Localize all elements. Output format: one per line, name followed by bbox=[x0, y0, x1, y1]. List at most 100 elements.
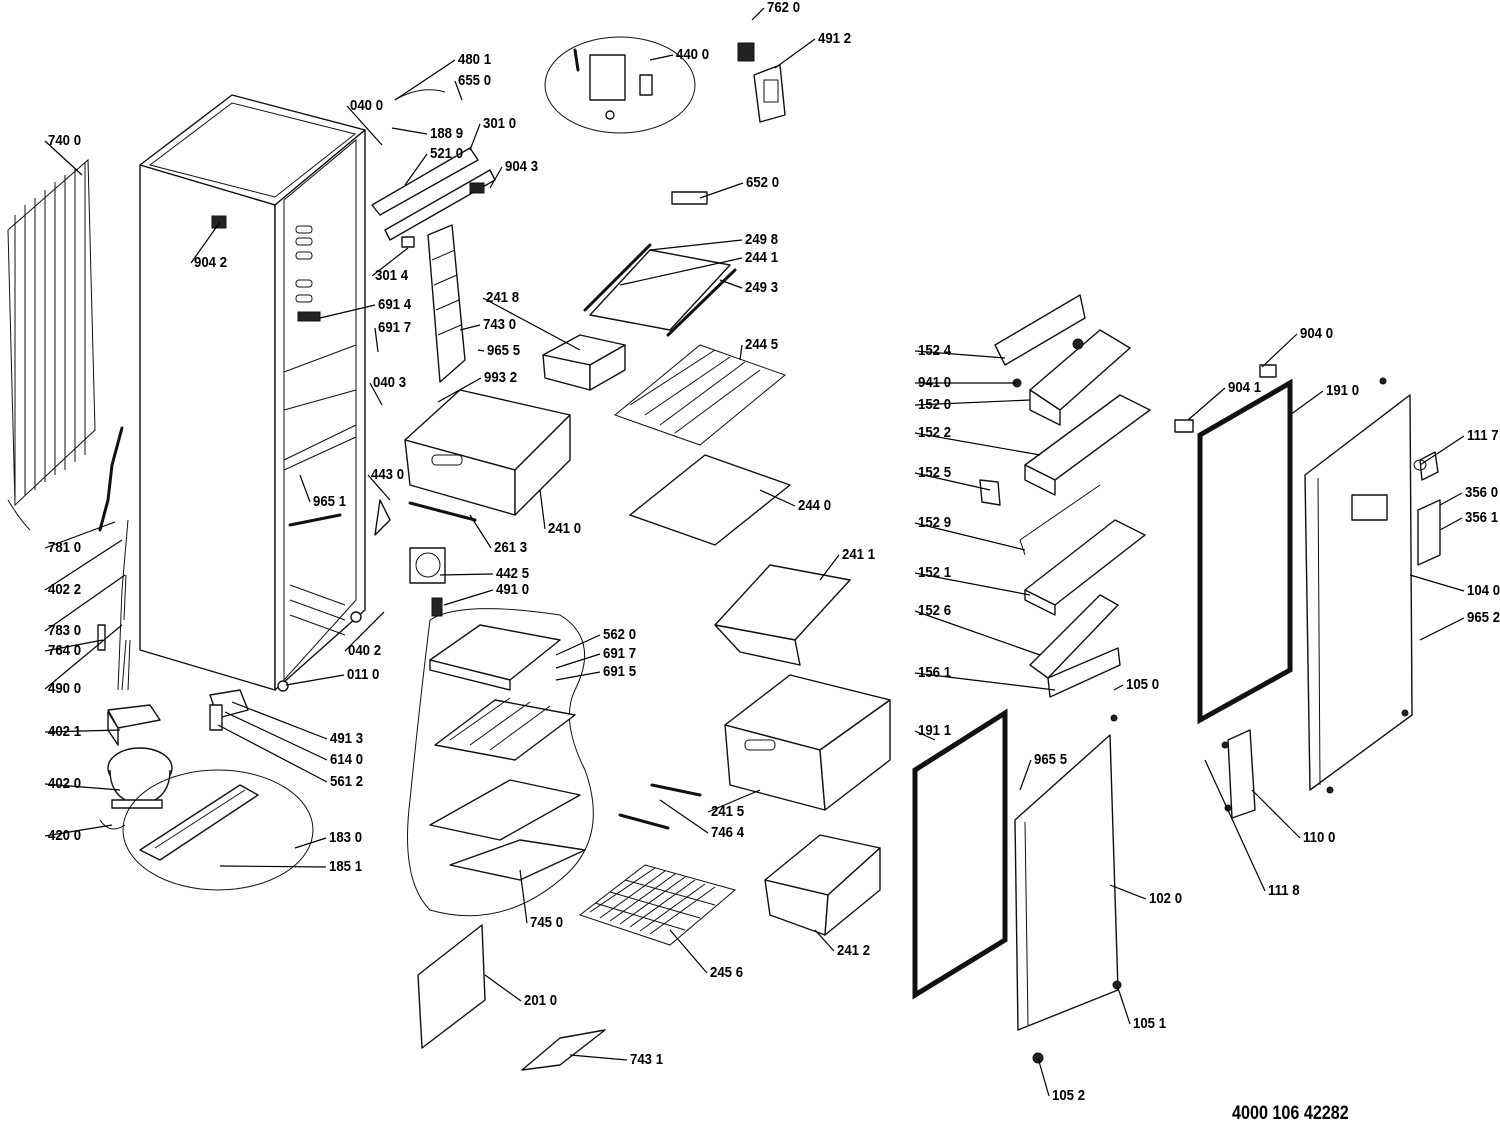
callout-9410: 941 0 bbox=[918, 374, 952, 391]
callout-3014: 301 4 bbox=[375, 267, 409, 284]
compressor-plate bbox=[122, 769, 314, 891]
callout-2415: 241 5 bbox=[711, 803, 745, 820]
leader-line-9042 bbox=[190, 221, 221, 264]
callout-9652: 965 2 bbox=[1467, 609, 1500, 626]
leader-line-7400 bbox=[44, 140, 83, 176]
drain-pipes bbox=[97, 426, 131, 691]
callout-5612: 561 2 bbox=[330, 773, 364, 790]
callout-1910: 191 0 bbox=[1326, 382, 1360, 399]
leader-line-2493 bbox=[719, 279, 743, 289]
door-shelves bbox=[979, 294, 1151, 698]
callout-4200: 420 0 bbox=[48, 827, 82, 844]
fan-assembly bbox=[374, 499, 446, 617]
leader-line-0110 bbox=[285, 674, 345, 686]
leader-line-9651 bbox=[299, 474, 311, 503]
leader-line-7810 bbox=[44, 521, 116, 549]
callout-7640: 764 0 bbox=[48, 642, 82, 659]
callout-3561: 356 1 bbox=[1465, 509, 1499, 526]
evaporator-group bbox=[407, 608, 594, 917]
callout-2410: 241 0 bbox=[548, 520, 582, 537]
leader-line-9043 bbox=[489, 166, 503, 189]
leader-line-3014 bbox=[371, 247, 409, 277]
callout-9655a: 965 5 bbox=[487, 342, 521, 359]
rear-cover bbox=[417, 924, 486, 1049]
leader-line-1911 bbox=[914, 730, 936, 741]
leader-line-5612 bbox=[217, 724, 328, 783]
callout-9041: 904 1 bbox=[1228, 379, 1262, 396]
callout-9651: 965 1 bbox=[313, 493, 347, 510]
leader-line-2415 bbox=[707, 789, 761, 813]
callout-4400: 440 0 bbox=[676, 46, 710, 63]
leader-line-4425 bbox=[439, 573, 494, 576]
leader-line-1526 bbox=[914, 610, 1041, 656]
leader-line-7450 bbox=[519, 869, 528, 924]
callout-4801: 480 1 bbox=[458, 51, 492, 68]
leader-line-1521 bbox=[914, 572, 1031, 596]
callout-1020: 102 0 bbox=[1149, 890, 1183, 907]
callout-4425: 442 5 bbox=[496, 565, 530, 582]
callout-1052: 105 2 bbox=[1052, 1087, 1086, 1104]
callout-4021: 402 1 bbox=[48, 723, 82, 740]
leader-line-6915 bbox=[555, 671, 601, 681]
callout-6914: 691 4 bbox=[378, 296, 412, 313]
leader-line-4020 bbox=[44, 783, 121, 791]
callout-3010: 301 0 bbox=[483, 115, 517, 132]
callout-2493: 249 3 bbox=[745, 279, 779, 296]
callout-7830: 783 0 bbox=[48, 622, 82, 639]
callout-1830: 183 0 bbox=[329, 829, 363, 846]
leader-line-4910 bbox=[443, 589, 494, 606]
leader-line-1118 bbox=[1204, 759, 1266, 892]
leader-line-6917a bbox=[374, 327, 379, 353]
callout-3560: 356 0 bbox=[1465, 484, 1499, 501]
callout-1526: 152 6 bbox=[918, 602, 952, 619]
leader-line-4801 bbox=[394, 59, 456, 101]
callout-1524: 152 4 bbox=[918, 342, 952, 359]
leader-line-9040 bbox=[1261, 333, 1298, 368]
callout-4430: 443 0 bbox=[371, 466, 405, 483]
fridge-cabinet bbox=[139, 94, 366, 692]
leader-line-1889 bbox=[391, 127, 428, 135]
callout-1561: 156 1 bbox=[918, 664, 952, 681]
callout-9932: 993 2 bbox=[484, 369, 518, 386]
leader-line-1052 bbox=[1037, 1057, 1050, 1097]
leader-line-1520 bbox=[914, 399, 1031, 406]
leader-line-1020 bbox=[1109, 884, 1147, 900]
callout-1118: 111 8 bbox=[1268, 882, 1300, 899]
leader-line-3010 bbox=[469, 123, 481, 151]
leader-line-1851 bbox=[219, 865, 327, 868]
callout-4912: 491 2 bbox=[818, 30, 852, 47]
leader-line-2440 bbox=[759, 489, 796, 507]
leader-line-4430 bbox=[367, 474, 391, 501]
door-gaskets bbox=[912, 378, 1293, 1000]
vegetable-bin bbox=[764, 834, 881, 936]
callout-1051: 105 1 bbox=[1133, 1015, 1167, 1032]
leader-line-1524 bbox=[914, 350, 1006, 359]
drawer-rail bbox=[408, 501, 477, 522]
leader-line-1525 bbox=[914, 472, 991, 491]
leader-line-1100 bbox=[1251, 789, 1301, 839]
callout-4913: 491 3 bbox=[330, 730, 364, 747]
leader-line-7620 bbox=[751, 7, 765, 21]
callout-2498: 249 8 bbox=[745, 231, 779, 248]
leader-line-2613 bbox=[469, 514, 492, 549]
leader-line-6520 bbox=[699, 182, 744, 199]
callout-6520: 652 0 bbox=[746, 174, 780, 191]
leader-line-2456 bbox=[669, 929, 708, 974]
hinges bbox=[1174, 364, 1441, 819]
callout-1520: 152 0 bbox=[918, 396, 952, 413]
callout-4910: 491 0 bbox=[496, 581, 530, 598]
shelf-rails bbox=[618, 783, 702, 830]
leader-line-2412 bbox=[814, 929, 835, 952]
callout-2445: 244 5 bbox=[745, 336, 779, 353]
callout-6550: 655 0 bbox=[458, 72, 492, 89]
callout-6917a: 691 7 bbox=[378, 319, 412, 336]
upper-door bbox=[1304, 394, 1413, 791]
callout-5620: 562 0 bbox=[603, 626, 637, 643]
callout-4900: 490 0 bbox=[48, 680, 82, 697]
leader-line-7640 bbox=[44, 639, 104, 652]
leader-line-9041 bbox=[1187, 387, 1226, 421]
leader-line-1040 bbox=[1409, 574, 1465, 592]
callout-1100: 110 0 bbox=[1303, 829, 1336, 846]
leader-line-1910 bbox=[1289, 390, 1324, 416]
callout-1889: 188 9 bbox=[430, 125, 464, 142]
